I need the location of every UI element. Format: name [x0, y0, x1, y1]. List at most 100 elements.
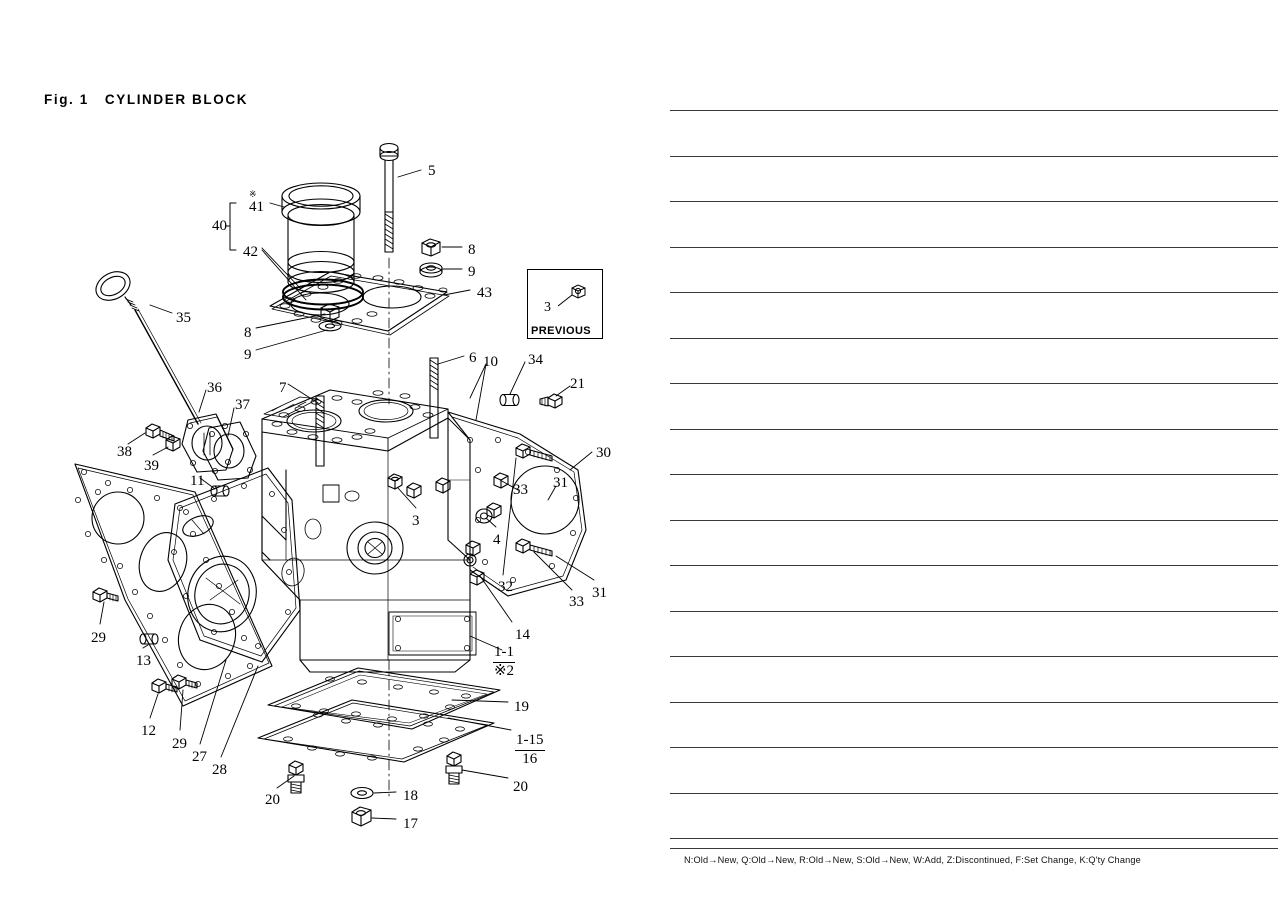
table-row-rule — [670, 792, 1278, 794]
drain-bolt-20b-part — [445, 751, 463, 785]
footer-legend: N:Old→New, Q:Old→New, R:Old→New, S:Old→N… — [684, 855, 1141, 865]
table-row-rule — [670, 838, 1278, 839]
previous-reference-box: 3 PREVIOUS — [527, 269, 603, 339]
cylinder-liner-part — [281, 182, 361, 294]
exploded-view-drawing — [74, 142, 595, 827]
stud-6-part — [429, 357, 439, 439]
flywheel-housing-face-part — [447, 411, 587, 597]
stacked-callout-top: 1-1 — [493, 644, 515, 663]
dipstick-part — [95, 271, 202, 425]
head-bolt-part — [379, 142, 399, 253]
callout-28: 28 — [212, 762, 227, 778]
stud-7-part — [315, 395, 325, 467]
washer-4-part — [406, 482, 422, 499]
drain-bolt-20a-part — [287, 760, 305, 794]
callout-9: 9 — [468, 264, 476, 280]
callout-6: 6 — [469, 350, 477, 366]
bolt-33-lower-part — [515, 538, 553, 557]
washer-18-part — [350, 786, 374, 800]
callout-39: 39 — [144, 458, 159, 474]
callout-31: 31 — [553, 475, 568, 491]
side-cover-36-part — [181, 413, 234, 473]
table-row-rule — [670, 155, 1278, 157]
callout-14: 14 — [515, 627, 530, 643]
head-gasket-part — [269, 271, 450, 336]
callout-17: 17 — [403, 816, 418, 832]
parts-list-ruled-table — [670, 96, 1278, 848]
washer-4b-part — [475, 508, 493, 524]
liner-o-ring-part — [282, 278, 364, 311]
plug-29a-part — [92, 587, 119, 603]
callout-21: 21 — [570, 376, 585, 392]
leader-lines — [99, 169, 595, 820]
callout-42: 42 — [243, 244, 258, 260]
callout-13: 13 — [136, 653, 151, 669]
callout-33: 33 — [569, 594, 584, 610]
oil-pan-plate-part — [257, 699, 495, 763]
callout-35: 35 — [176, 310, 191, 326]
bolt-33-upper-part — [515, 443, 553, 462]
plug-29b-part — [171, 674, 198, 690]
table-row-rule — [670, 701, 1278, 703]
callout-8: 8 — [244, 325, 252, 341]
callout-4: 4 — [493, 532, 501, 548]
table-row-rule — [670, 110, 1278, 111]
callout-38: 38 — [117, 444, 132, 460]
callout-3: 3 — [412, 513, 420, 529]
table-row-rule — [670, 474, 1278, 475]
callout-20: 20 — [265, 792, 280, 808]
bracket-40 — [225, 202, 237, 251]
previous-box-drawing — [557, 284, 586, 307]
callout-11: 11 — [190, 473, 205, 489]
nut-3b-part — [435, 477, 451, 494]
head-washer-lower-part — [318, 320, 342, 332]
table-row-rule — [670, 656, 1278, 657]
timing-cover-plate-part — [74, 463, 273, 707]
previous-label: PREVIOUS — [531, 325, 592, 337]
table-row-rule — [670, 747, 1278, 748]
table-row-rule — [670, 201, 1278, 202]
stacked-callout-bottom: 16 — [522, 750, 538, 767]
page-title: Fig. 1 CYLINDER BLOCK — [44, 92, 249, 107]
timing-gear-housing-part — [167, 467, 301, 663]
cover-bolt-38-part — [145, 423, 175, 442]
table-row-rule — [670, 519, 1278, 521]
plug-14-part — [463, 553, 477, 567]
callout-27: 27 — [192, 749, 207, 765]
callout-5: 5 — [428, 163, 436, 179]
bolt-21-part — [539, 393, 563, 409]
callout-10: 10 — [483, 354, 498, 370]
head-nut-part — [421, 238, 441, 257]
callout-32: 32 — [498, 579, 513, 595]
table-row-rule — [670, 292, 1278, 293]
stacked-callout: 1-1※2 — [493, 644, 515, 680]
callout-36: 36 — [207, 380, 222, 396]
table-row-rule — [670, 246, 1278, 248]
callout-37: 37 — [235, 397, 250, 413]
table-row-rule — [670, 428, 1278, 430]
footer-divider — [670, 848, 1278, 849]
stacked-callout-bottom: ※2 — [493, 662, 515, 679]
cylinder-block-illustration — [74, 142, 595, 827]
nut-3-part — [387, 473, 403, 490]
callout-7: 7 — [279, 380, 287, 396]
head-washer-part — [419, 262, 443, 278]
callout-8: 8 — [468, 242, 476, 258]
callout-9: 9 — [244, 347, 252, 363]
nut-17-part — [351, 806, 372, 827]
callout-18: 18 — [403, 788, 418, 804]
table-row-rule — [670, 337, 1278, 339]
callout-12: 12 — [141, 723, 156, 739]
side-cover-37-part — [202, 421, 257, 481]
table-row-rule — [670, 383, 1278, 384]
table-row-rule — [670, 565, 1278, 566]
head-nut-lower-part — [320, 303, 340, 322]
callout-34: 34 — [528, 352, 543, 368]
callout-29: 29 — [172, 736, 187, 752]
dowel-pin-13-part — [139, 633, 159, 645]
stacked-callout-top: 1-15 — [515, 732, 545, 751]
callout-19: 19 — [514, 699, 529, 715]
callout-29: 29 — [91, 630, 106, 646]
